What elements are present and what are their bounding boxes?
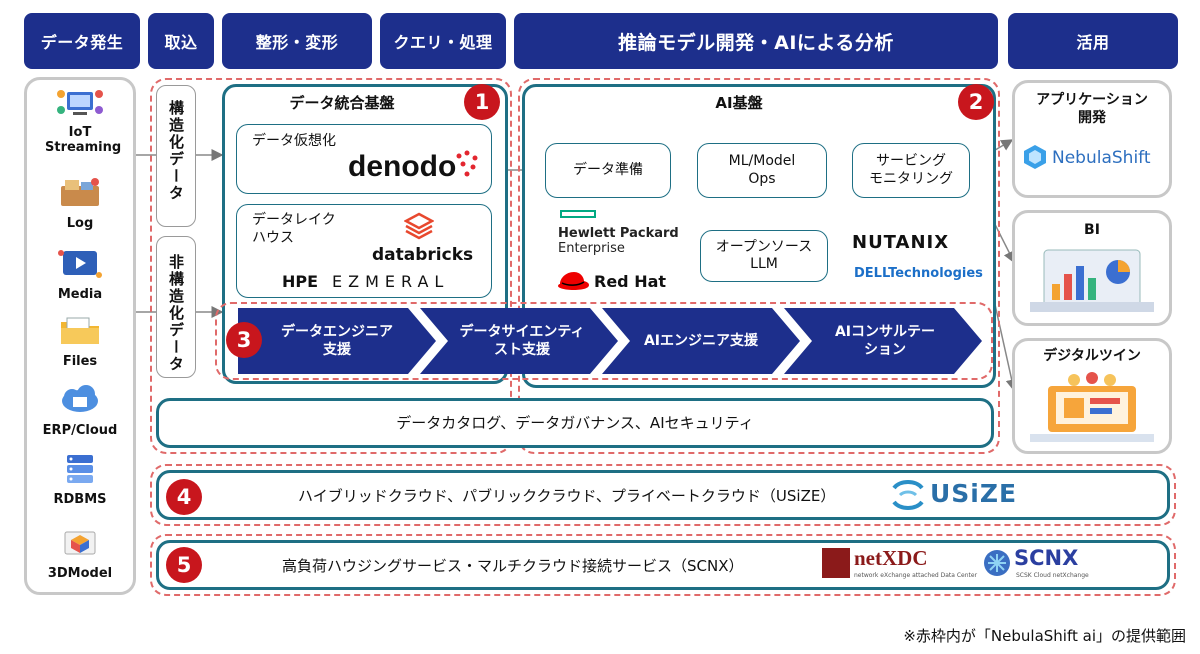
databricks-icon [404,212,434,240]
denodo-logo: denodo [348,150,457,183]
scope-region-cloud [150,464,1176,526]
source-label: RDBMS [53,492,107,507]
source-3dmodel: 3DModel [24,526,136,581]
database-icon [67,455,93,483]
scnx-subtitle: SCSK Cloud netXchange [1016,572,1089,579]
badge-1: 1 [464,84,500,120]
scope-region-support [215,302,993,380]
data-virtualization-box [236,124,492,194]
3d-model-icon [64,531,96,555]
support-item-data-scientist: データサイエンティ スト支援 [459,323,585,358]
housing-label: 高負荷ハウジングサービス・マルチクラウド接続サービス（SCNX） [282,557,744,575]
oss-llm-label: オープンソース LLM [715,238,813,273]
bi-dashboard-icon [1030,249,1154,312]
header-transform: 整形・変形 [222,13,372,69]
databricks-logo: databricks [372,245,474,265]
serving-monitoring-box: サービング モニタリング [852,143,970,198]
use-digital-twin-label: デジタルツイン [1043,348,1141,364]
hpe-name-line2: Enterprise [558,241,625,256]
hpe-rectangle-icon [560,210,596,218]
scope-region-ai [518,78,1000,454]
source-label: 3DModel [47,566,113,581]
data-virtualization-label: データ仮想化 [252,133,336,149]
badge-2: 2 [958,84,994,120]
unstructured-data-box [156,236,196,378]
redhat-icon [558,272,589,290]
hpe-name-line1: Hewlett Packard [558,226,679,241]
source-rdbms: RDBMS [24,452,136,507]
data-prep-label: データ準備 [573,161,643,178]
dell-technologies-logo: DELLTechnologies [854,266,983,281]
header-query: クエリ・処理 [380,13,506,69]
netxdc-subtitle: network eXchange attached Data Center [854,572,978,579]
netxdc-icon [822,548,850,578]
media-icon [58,250,102,278]
source-media: Media [24,247,136,302]
cloud-label: ハイブリッドクラウド、パブリッククラウド、プライベートクラウド（USiZE） [298,487,836,505]
usize-icon [892,480,924,510]
badge-3: 3 [226,322,262,358]
scope-region-data [150,78,512,454]
oss-llm-box: オープンソース LLM [700,230,828,282]
source-log: Log [24,176,136,231]
footnote: ※赤枠内が「NebulaShift ai」の提供範囲 [903,627,1186,645]
use-app-dev-box [1012,80,1172,198]
unstructured-data-label: 非構造化データ [167,254,185,373]
source-iot-streaming: IoT Streaming [24,86,136,156]
cloud-bar [156,470,1170,520]
use-bi-label: BI [1084,222,1100,238]
badge-4: 4 [166,479,202,515]
badge-5: 5 [166,547,202,583]
support-chevrons [238,308,982,374]
nutanix-logo: NUTANIX [852,232,950,253]
source-label: Files [62,354,98,369]
header-ingest: 取込 [148,13,214,69]
mlops-label: ML/Model Ops [728,153,796,187]
header-ai-analysis: 推論モデル開発・AIによる分析 [514,13,998,69]
use-app-dev-label: アプリケーション 開発 [1036,92,1148,126]
scope-region-housing [150,534,1176,596]
scnx-icon [984,550,1010,576]
source-label: ERP/Cloud [42,423,118,438]
structured-data-box [156,85,196,227]
support-item-data-engineer: データエンジニア 支援 [281,323,393,358]
structured-data-label: 構造化データ [167,100,185,202]
denodo-dots-icon [456,150,478,177]
serving-monitoring-label: サービング モニタリング [869,153,953,187]
support-item-ai-consulting: AIコンサルテー ション [834,323,936,358]
source-label: Media [57,287,103,302]
header-data-generation: データ発生 [24,13,140,69]
redhat-logo: Red Hat [594,272,667,291]
support-item-ai-engineer: AIエンジニア支援 [643,332,759,349]
files-icon [61,317,99,344]
ezmeral-logo: EZMERAL [332,272,450,291]
source-erp-cloud: ERP/Cloud [24,383,136,438]
usize-logo: USiZE [930,479,1018,508]
cloud-icon [62,385,98,412]
catalog-label: データカタログ、データガバナンス、AIセキュリティ [396,413,754,432]
mlops-box: ML/Model Ops [697,143,827,198]
iot-icon [57,90,103,115]
scnx-logo: SCNX [1014,546,1079,570]
header-utilization: 活用 [1008,13,1178,69]
source-files: Files [24,314,136,369]
catalog-bar: データカタログ、データガバナンス、AIセキュリティ [156,398,994,448]
data-platform-title: データ統合基盤 [289,94,395,112]
hpe-logo: HPE [282,272,319,291]
data-lakehouse-label: データレイク ハウス [252,212,336,246]
ai-platform-title: AI基盤 [715,94,763,112]
nebulashift-logo: NebulaShift [1052,148,1151,168]
netxdc-logo: netXDC [854,546,928,570]
digital-twin-icon [1030,372,1154,442]
source-label: Log [66,216,94,231]
data-lakehouse-box [236,204,492,298]
nebulashift-icon [1024,145,1046,169]
source-label: IoT Streaming [45,125,122,155]
data-prep-box: データ準備 [545,143,671,198]
log-icon [61,178,99,206]
